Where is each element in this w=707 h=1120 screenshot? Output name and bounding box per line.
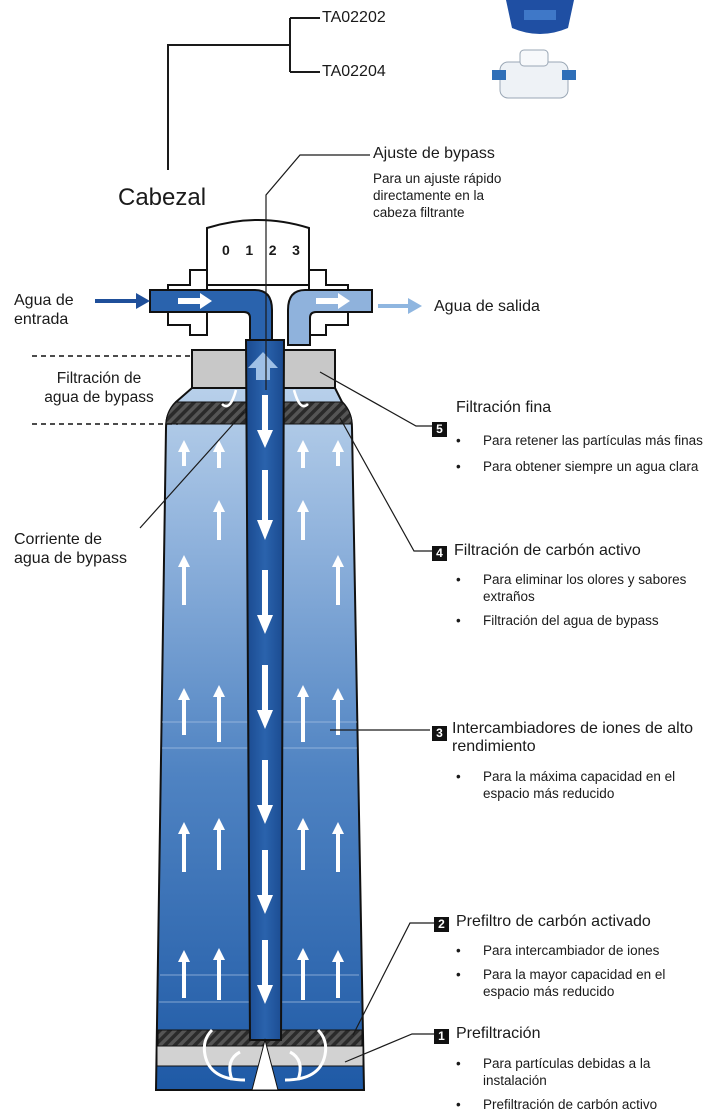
stage-5-bullet-1: Para retener las partículas más finas: [456, 431, 706, 450]
bypass-filtration-label-1: Filtración de: [56, 370, 142, 387]
stage-5-bullet-2: Para obtener siempre un agua clara: [456, 457, 706, 476]
bypass-dial-scale: 0 1 2 3: [222, 242, 300, 258]
down-flow-arrows: [257, 395, 273, 1004]
outlet-pipe: [287, 289, 373, 346]
stage-5-number: 5: [432, 422, 447, 437]
dial-mark-2: 2: [268, 242, 277, 258]
stage-4-number: 4: [432, 546, 447, 561]
stage-1-bullet-2: Prefiltración de carbón activo: [456, 1096, 706, 1113]
bypass-stream-label-1: Corriente de: [14, 531, 103, 548]
bypass-adjust-desc-3: cabeza filtrante: [373, 205, 465, 220]
bottom-inlet-cone: [251, 1038, 279, 1091]
bypass-filtration-markers: [32, 355, 190, 425]
stage-1-title: Prefiltración: [456, 1025, 541, 1042]
inlet-label-2: entrada: [14, 311, 69, 328]
label-leader-lines: [139, 154, 434, 1063]
fine-filter-left: [191, 349, 248, 389]
stage-2-title: Prefiltro de carbón activado: [456, 913, 651, 930]
head-product-icon-1: [506, 0, 574, 34]
head-title: Cabezal: [118, 184, 207, 211]
stage-2-number: 2: [434, 917, 449, 932]
stage-3-bullet-1: Para la máxima capacidad en el espacio m…: [456, 768, 706, 802]
stage-3-title: Intercambiadores de iones de alto rendim…: [452, 720, 694, 755]
dial-mark-0: 0: [222, 242, 230, 258]
tube-top-arrow: [248, 352, 278, 380]
stage-4-bullet-2: Filtración del agua de bypass: [456, 612, 701, 629]
stage-4-title: Filtración de carbón activo: [454, 542, 641, 559]
bypass-stream-label-2: agua de bypass: [14, 550, 127, 567]
bypass-adjust-desc-2: directamente en la: [373, 188, 485, 203]
stage-1-bullet-1: Para partículas debidas a la instalación: [456, 1055, 706, 1089]
outlet-label: Agua de salida: [434, 298, 540, 315]
dial-mark-3: 3: [292, 242, 300, 258]
model-ta02204-label: TA02204: [322, 63, 386, 80]
stage-1-number: 1: [434, 1029, 449, 1044]
head-product-icon-2: [492, 49, 576, 99]
outlet-flow-arrow: [378, 298, 422, 314]
stage-2-bullet-1: Para intercambiador de iones: [456, 942, 706, 959]
stage-5-title: Filtración fina: [456, 399, 552, 416]
stage-4-bullet-1: Para eliminar los olores y sabores extra…: [456, 571, 701, 605]
fine-filter-right: [282, 349, 336, 389]
pipe-flow-arrows: [178, 293, 350, 309]
bypass-curved-arrows: [221, 389, 309, 408]
inlet-label-1: Agua de: [14, 292, 74, 309]
model-ta02202-label: TA02202: [322, 9, 386, 26]
stage-3-number: 3: [432, 726, 447, 741]
up-flow-arrows: [178, 440, 344, 1000]
head-leader-lines: [167, 17, 320, 170]
inlet-flow-arrow: [95, 293, 150, 309]
bottom-return-flows: [202, 1028, 328, 1082]
dial-mark-1: 1: [245, 242, 254, 258]
bypass-adjust-desc-1: Para un ajuste rápido: [373, 171, 502, 186]
stage-2-bullet-2: Para la mayor capacidad en el espacio má…: [456, 966, 706, 1000]
bypass-filtration-label-2: agua de bypass: [44, 389, 154, 406]
bypass-adjust-title: Ajuste de bypass: [373, 145, 495, 162]
bypass-dial-cap: [206, 219, 310, 286]
